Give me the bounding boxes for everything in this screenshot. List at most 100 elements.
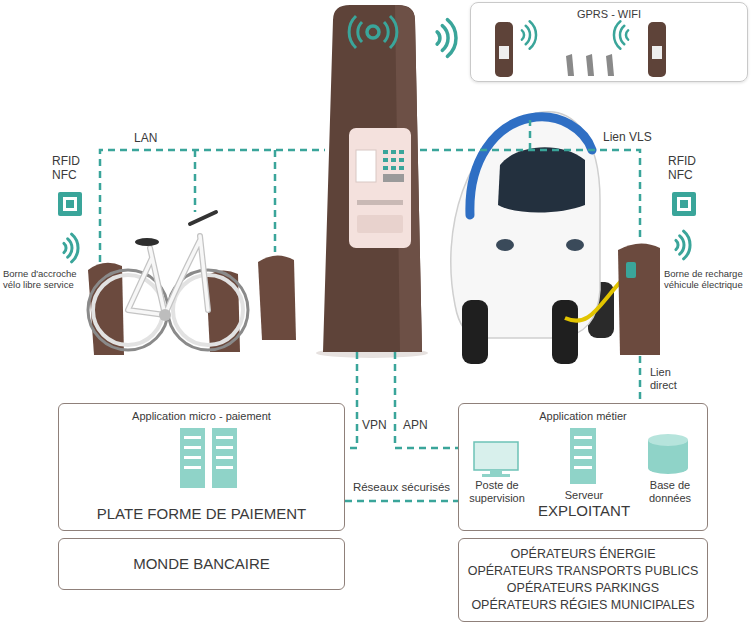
node-subtext: EXPLOITANT	[534, 502, 634, 520]
node-text: Base de données	[637, 479, 703, 505]
mini-kiosk	[652, 46, 662, 59]
kiosk	[383, 166, 388, 170]
link-label: Lien VLS	[603, 130, 663, 144]
kiosk	[383, 174, 404, 182]
bike	[128, 236, 208, 315]
node-text: MONDE BANCAIRE	[133, 555, 270, 573]
kiosk	[399, 158, 404, 162]
operator-icons	[648, 434, 688, 446]
platform-box: Application métierPoste de supervisionSe…	[458, 403, 708, 531]
link-label: LAN	[134, 131, 174, 145]
kiosk	[356, 150, 376, 182]
kiosk	[349, 128, 411, 248]
rfid-icon	[676, 240, 678, 249]
mini-kiosk	[566, 54, 614, 76]
rfid-icon	[58, 192, 696, 262]
server-icon	[216, 466, 233, 469]
bike	[128, 236, 208, 315]
electric-car	[552, 300, 578, 364]
operator-icons	[574, 436, 592, 469]
rfid-reader: RFID NFC	[668, 152, 708, 218]
rfid-icon	[58, 192, 82, 216]
kiosk	[391, 166, 396, 170]
wifi-waves	[442, 26, 448, 51]
bike	[159, 309, 171, 321]
operator-icons	[574, 436, 592, 439]
mini-kiosk	[530, 21, 536, 49]
mini-kiosk	[606, 54, 614, 76]
operator-icons	[474, 442, 518, 470]
operator-icons	[490, 470, 502, 474]
mini-kiosk	[566, 54, 574, 76]
mini-kiosk	[620, 26, 624, 44]
node-subtext: PLATE FORME DE PAIEMENT	[67, 505, 336, 523]
rfid-icon	[677, 197, 691, 211]
server-icon	[180, 428, 205, 488]
node-text: Serveur	[534, 489, 634, 502]
kiosk	[316, 5, 428, 358]
rfid-icon	[64, 243, 66, 252]
bike-dock	[258, 255, 296, 340]
mini-kiosk	[526, 26, 530, 44]
server-icon	[216, 436, 233, 439]
network-link	[639, 356, 642, 403]
kiosk	[399, 150, 404, 154]
kiosk	[349, 16, 397, 48]
wifi-waves	[437, 32, 440, 44]
bike	[190, 212, 216, 224]
mini-kiosk	[499, 46, 509, 59]
edge-label: Réseaux sécurisés	[351, 481, 452, 495]
kiosk	[357, 215, 403, 233]
mini-kiosk	[522, 21, 628, 49]
server-icon	[212, 428, 237, 488]
kiosk	[391, 150, 396, 154]
network-link	[274, 150, 277, 252]
server-icon	[184, 466, 201, 469]
kiosk	[367, 26, 379, 38]
network-link	[345, 352, 357, 448]
rfid-icon	[64, 231, 690, 262]
node-text: Application micro - paiement	[67, 410, 336, 423]
bike	[135, 238, 159, 246]
server-icon	[184, 446, 201, 449]
node-subtext: OPÉRATEURS TRANSPORTS PUBLICS	[468, 563, 699, 580]
operator-icons	[570, 428, 596, 484]
rfid-reader: RFID NFC	[52, 152, 92, 218]
link-label: APN	[403, 418, 433, 432]
network-link	[100, 120, 640, 448]
charging-station	[626, 262, 636, 278]
mini-kiosk	[614, 21, 620, 49]
wifi-waves	[447, 20, 456, 57]
rfid-icon	[68, 239, 72, 257]
network-link	[194, 150, 197, 212]
mini-kiosk	[648, 22, 666, 77]
mini-kiosk	[495, 21, 666, 77]
part-label: Borne d'accroche vélo libre service	[3, 268, 83, 291]
bike-dock	[88, 255, 296, 355]
node-subtext: OPÉRATEURS PARKINGS	[507, 580, 659, 597]
node-text: GPRS - WIFI	[471, 8, 747, 21]
electric-car	[462, 300, 488, 364]
icon-node: Base de données	[637, 431, 703, 523]
charging-station	[565, 243, 660, 355]
link-label: VPN	[362, 418, 392, 432]
operator-icons	[574, 446, 592, 449]
part-label: Borne de recharge véhicule électrique	[664, 268, 748, 291]
list-box: OPÉRATEURS ÉNERGIEOPÉRATEURS TRANSPORTS …	[458, 538, 708, 622]
operator-icons	[474, 428, 688, 484]
operator-icons	[482, 474, 510, 477]
rfid-icon	[680, 200, 688, 208]
kiosk	[323, 5, 422, 352]
server-icon	[216, 456, 233, 459]
wifi-waves	[437, 20, 456, 57]
charging-station	[618, 243, 660, 355]
process-box: MONDE BANCAIRE	[58, 538, 345, 590]
platform-box: Application micro - paiementPLATE FORME …	[58, 403, 345, 531]
node-text: RFID NFC	[52, 154, 92, 182]
link-label: Lien direct	[650, 366, 698, 392]
rfid-icon	[66, 200, 74, 208]
rfid-icon	[672, 192, 696, 216]
electric-car	[496, 239, 514, 251]
